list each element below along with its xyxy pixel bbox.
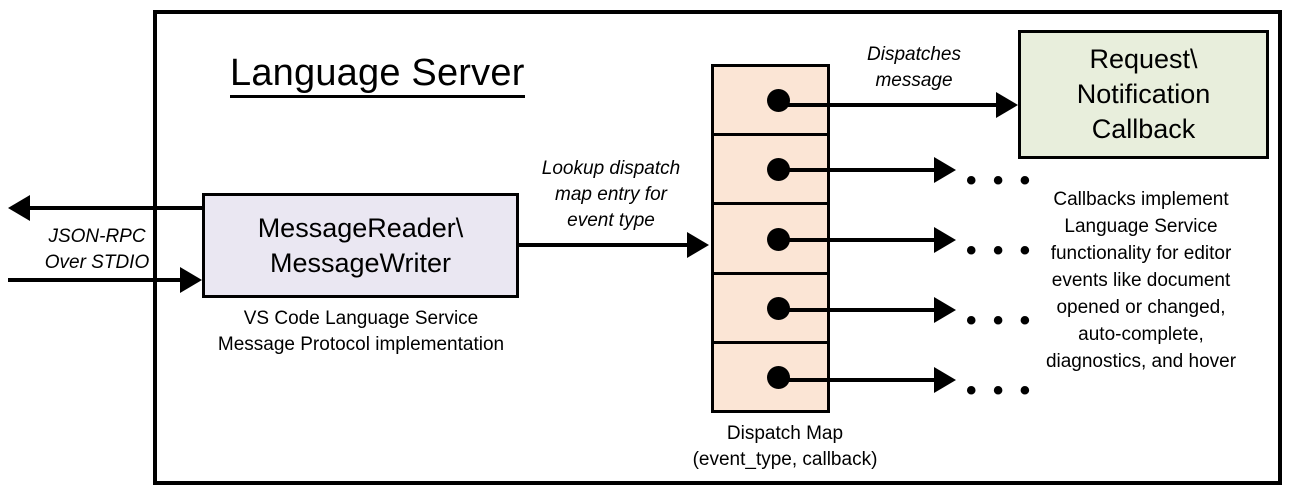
callbacks-note-line: opened or changed, <box>1056 297 1226 318</box>
message-reader-line1: MessageReader\ <box>257 212 464 243</box>
message-reader-caption-line1: VS Code Language Service <box>243 308 479 329</box>
request-notification-callback-box[interactable]: Request\ Notification Callback <box>1018 30 1269 159</box>
language-server-frame <box>153 10 1282 485</box>
dispatch-row1-line <box>776 103 998 107</box>
message-reader-writer-box[interactable]: MessageReader\ MessageWriter <box>202 193 519 298</box>
jsonrpc-edge-label: JSON-RPC Over STDIO <box>22 224 172 276</box>
callbacks-note-line: Callbacks implement <box>1053 189 1229 210</box>
dispatch-row5-ellipsis: • • • <box>966 374 1035 407</box>
callbacks-note-line: diagnostics, and hover <box>1045 351 1237 372</box>
lookup-label-line3: event type <box>567 210 655 231</box>
callbacks-description-note: Callbacks implement Language Service fun… <box>1008 186 1274 375</box>
lookup-label-line2: map entry for <box>555 184 667 205</box>
message-reader-caption-line2: Message Protocol implementation <box>217 334 505 355</box>
dispatch-row4-line <box>776 308 936 312</box>
dispatch-map-row[interactable] <box>714 344 827 410</box>
callbacks-note-line: auto-complete, <box>1078 324 1204 345</box>
message-reader-line2: MessageWriter <box>269 247 452 278</box>
callback-line1: Request\ <box>1089 44 1198 74</box>
dispatch-row2-line <box>776 168 936 172</box>
dispatch-row1-arrowhead <box>996 92 1018 118</box>
dispatch-row5-arrowhead <box>934 367 956 393</box>
page-title-text: Language Server <box>230 52 525 94</box>
jsonrpc-outgoing-line <box>30 206 202 210</box>
callback-dot-icon <box>767 365 790 389</box>
dispatch-row2-ellipsis: • • • <box>966 164 1035 197</box>
callback-line2: Notification <box>1076 79 1211 109</box>
lookup-dispatch-line <box>519 243 687 247</box>
jsonrpc-label-line1: JSON-RPC <box>48 226 146 247</box>
jsonrpc-label-line2: Over STDIO <box>44 252 150 273</box>
dispatch-row4-arrowhead <box>934 297 956 323</box>
dispatch-map-caption-line2: (event_type, callback) <box>692 449 878 470</box>
page-title-underline <box>230 95 525 98</box>
jsonrpc-outgoing-arrowhead <box>8 195 30 221</box>
jsonrpc-incoming-arrowhead <box>180 267 202 293</box>
dispatch-map-row[interactable] <box>714 67 827 137</box>
message-reader-caption: VS Code Language Service Message Protoco… <box>185 306 537 358</box>
callback-dot-icon <box>767 89 790 113</box>
dispatch-map-caption: Dispatch Map (event_type, callback) <box>645 421 925 473</box>
dispatch-row2-arrowhead <box>934 157 956 183</box>
callbacks-note-line: Language Service <box>1064 216 1218 237</box>
lookup-dispatch-arrowhead <box>687 232 709 258</box>
page-title: Language Server <box>230 50 525 98</box>
jsonrpc-incoming-line <box>8 278 180 282</box>
dispatch-row3-arrowhead <box>934 227 956 253</box>
dispatch-row3-line <box>776 238 936 242</box>
lookup-label-line1: Lookup dispatch <box>541 158 681 179</box>
dispatches-message-label: Dispatches message <box>834 42 994 94</box>
callbacks-note-line: functionality for editor <box>1050 243 1232 264</box>
dispatches-label-line1: Dispatches <box>867 44 961 65</box>
dispatch-row5-line <box>776 378 936 382</box>
lookup-dispatch-label: Lookup dispatch map entry for event type <box>516 156 706 234</box>
dispatches-label-line2: message <box>875 70 953 91</box>
callback-line3: Callback <box>1091 114 1196 144</box>
callbacks-note-line: events like document <box>1051 270 1231 291</box>
dispatch-map-caption-line1: Dispatch Map <box>726 423 844 444</box>
